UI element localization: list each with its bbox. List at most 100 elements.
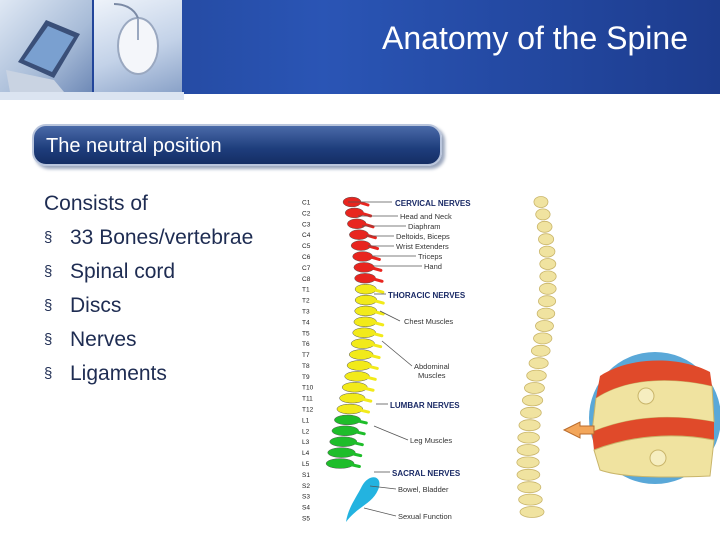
- thoracic-nerves-label: THORACIC NERVES: [388, 291, 466, 300]
- vertebra-label: C4: [302, 232, 311, 239]
- spinous-process: [368, 331, 384, 338]
- vertebra-label: C5: [302, 243, 311, 250]
- vertebra-label: L3: [302, 439, 310, 446]
- vertebra-bodies: [325, 196, 385, 469]
- side-vertebra: [538, 245, 556, 258]
- vertebra-label: T9: [302, 374, 310, 381]
- lumbar-nerves-label: LUMBAR NERVES: [390, 401, 460, 410]
- vertebra-label: S3: [302, 494, 310, 501]
- vertebra-label: S4: [302, 505, 310, 512]
- vertebra-label: C7: [302, 265, 311, 272]
- laptop-photo: [0, 0, 92, 92]
- side-vertebra: [516, 468, 541, 481]
- list-item: §Discs: [44, 294, 253, 320]
- list-item: §Spinal cord: [44, 260, 253, 286]
- bullet-icon: §: [44, 263, 53, 280]
- content-intro: Consists of: [44, 192, 148, 215]
- vertebra-body: [327, 447, 356, 458]
- vertebra-body: [329, 436, 358, 447]
- vertebra-label: S2: [302, 483, 310, 490]
- disc-magnifier: [589, 352, 720, 484]
- spinous-process: [370, 298, 385, 305]
- sexual-label: Sexual Function: [398, 512, 452, 521]
- spinous-process: [363, 363, 379, 370]
- side-vertebra: [516, 444, 540, 456]
- spinous-process: [346, 451, 363, 458]
- vertebra-body: [334, 414, 361, 426]
- vertebra-label: T5: [302, 330, 310, 337]
- list-item: §Nerves: [44, 328, 253, 354]
- wrist-label: Wrist Extenders: [396, 242, 449, 251]
- side-vertebra: [517, 431, 540, 444]
- bullet-icon: §: [44, 365, 53, 382]
- vertebra-body: [336, 403, 364, 415]
- side-vertebra: [524, 382, 545, 394]
- side-vertebra: [518, 419, 541, 432]
- side-spine-illustration: [516, 196, 557, 518]
- cervical-nerves-label: CERVICAL NERVES: [395, 199, 471, 208]
- list-item: §33 Bones/vertebrae: [44, 226, 253, 252]
- side-vertebra: [535, 208, 551, 221]
- spinous-process: [368, 265, 383, 272]
- bullet-text: Discs: [70, 294, 122, 317]
- side-vertebra: [539, 258, 557, 270]
- spinous-process: [369, 320, 385, 327]
- side-vertebra: [516, 456, 540, 469]
- list-item: § Ligaments: [44, 362, 253, 388]
- spinous-process: [356, 200, 370, 207]
- vertebra-label: C8: [302, 276, 311, 283]
- bullet-text: Ligaments: [70, 362, 167, 385]
- pointer-arrow: [562, 421, 595, 439]
- banner-underline: [184, 94, 720, 100]
- spinous-process: [358, 211, 373, 218]
- vertebra-label: C2: [302, 210, 311, 217]
- triceps-label: Triceps: [418, 252, 443, 261]
- diaphragm-label: Diaphram: [408, 222, 441, 231]
- vertebra-body: [339, 392, 366, 404]
- vertebra-body: [325, 458, 355, 469]
- side-vertebra: [517, 481, 542, 494]
- side-vertebra: [535, 320, 554, 332]
- spinous-process: [347, 440, 364, 447]
- vertebra-label: S1: [302, 472, 310, 479]
- section-header-bar: The neutral position: [32, 124, 442, 166]
- spine-diagram: C1C2C3C4C5C6C7C8T1T2T3T4T5T6T7T8T9T10T11…: [302, 196, 720, 523]
- side-vertebra: [538, 282, 557, 295]
- side-vertebra: [538, 233, 555, 246]
- vertebra-label: T2: [302, 298, 310, 305]
- leg-muscles-label: Leg Muscles: [410, 436, 452, 445]
- vertebra-label: L2: [302, 428, 310, 435]
- page-title: Anatomy of the Spine: [382, 20, 688, 56]
- vertebra-labels: C1C2C3C4C5C6C7C8T1T2T3T4T5T6T7T8T9T10T11…: [302, 200, 314, 523]
- vertebra-label: T8: [302, 363, 310, 370]
- muscles-label: Muscles: [418, 371, 446, 380]
- spinous-process: [367, 342, 383, 349]
- spinous-process: [354, 407, 371, 414]
- vertebra-label: C1: [302, 200, 311, 207]
- side-vertebra: [526, 369, 547, 382]
- side-vertebra: [528, 357, 549, 370]
- banner-divider: [0, 92, 184, 100]
- spinous-process: [349, 429, 366, 436]
- leader-lines: [348, 201, 422, 517]
- side-vertebra: [520, 406, 542, 419]
- bullet-list: §33 Bones/vertebrae §Spinal cord §Discs …: [44, 226, 253, 388]
- spinous-process: [367, 254, 381, 261]
- vertebra-label: C6: [302, 254, 311, 261]
- abdominal-label: Abdominal: [414, 362, 450, 371]
- spinous-process: [365, 353, 381, 360]
- vertebra-label: C3: [302, 221, 311, 228]
- sacrum-shape: [346, 477, 380, 522]
- vertebra-label: T4: [302, 319, 310, 326]
- side-vertebra: [521, 394, 544, 407]
- vertebra-label: T6: [302, 341, 310, 348]
- vertebra-label: T1: [302, 287, 310, 294]
- vertebra-label: L5: [302, 461, 310, 468]
- side-vertebra: [536, 307, 556, 320]
- spinous-process: [370, 287, 385, 294]
- spinous-process: [352, 418, 368, 425]
- side-vertebra: [538, 295, 557, 308]
- side-vertebra: [533, 196, 549, 208]
- side-vertebra: [533, 332, 553, 345]
- hand-label: Hand: [424, 262, 442, 271]
